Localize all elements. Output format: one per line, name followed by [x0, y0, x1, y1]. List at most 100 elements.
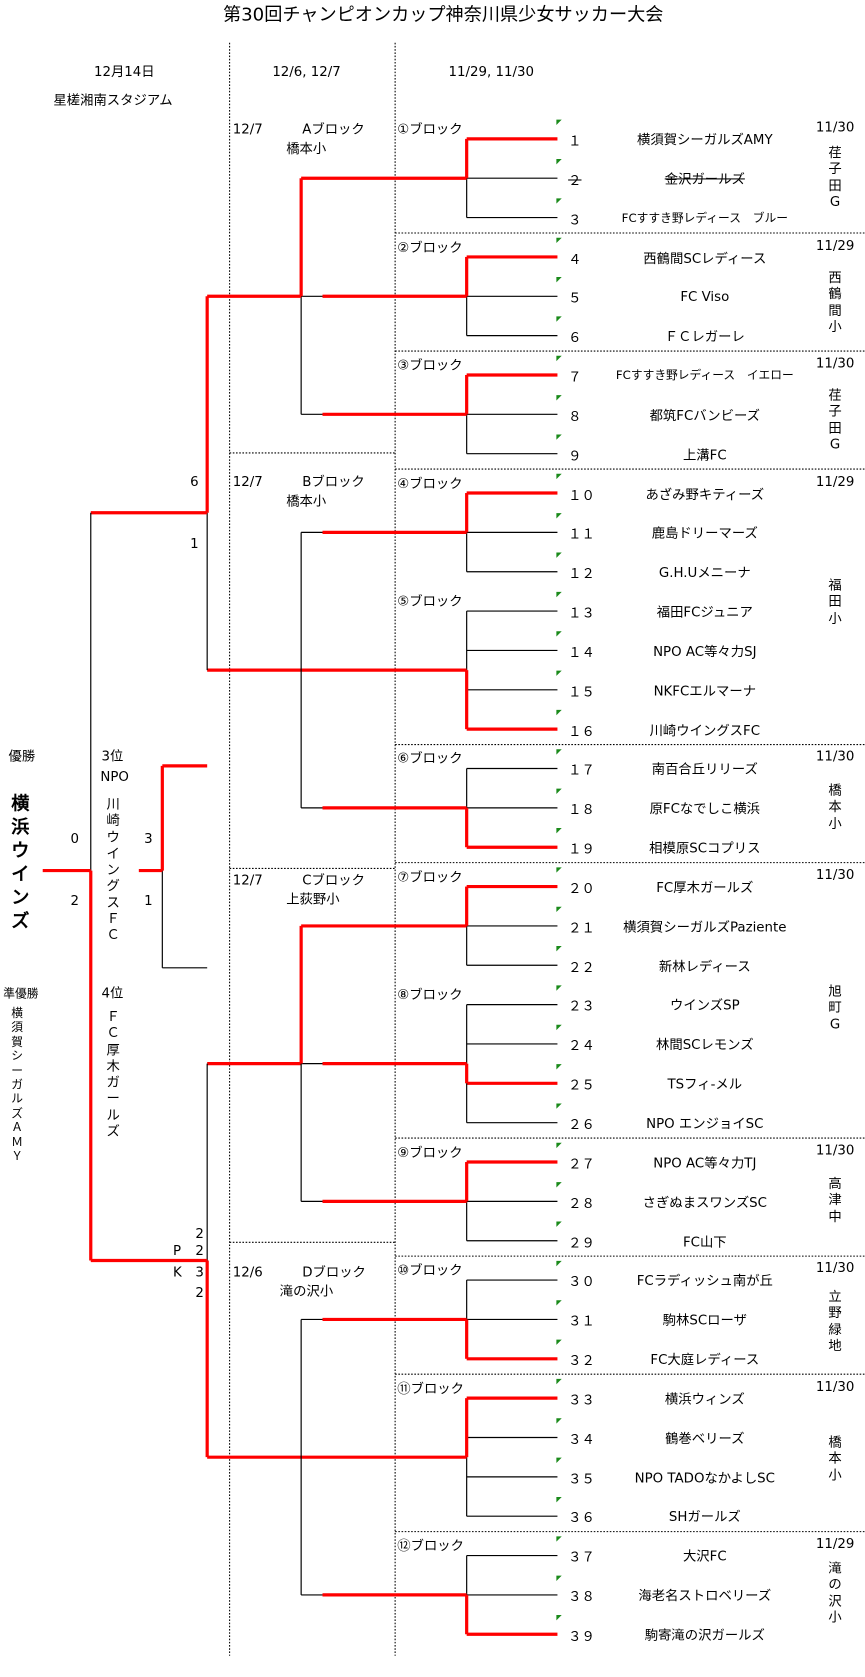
tick-marker-icon: [556, 513, 562, 519]
venue-name: 西鶴間小: [828, 269, 842, 335]
block-label: ⑨ブロック: [397, 1143, 463, 1160]
team-name: 西鶴間SCレディース: [643, 249, 767, 266]
block-label: ⑪ブロック: [397, 1379, 465, 1397]
team-number: ５: [568, 289, 582, 306]
venue-date: 11/30: [815, 354, 855, 371]
team-number: １４: [568, 644, 595, 661]
team-number: ９: [568, 447, 582, 464]
tick-marker-icon: [556, 1536, 562, 1542]
team-name: 横浜ウィンズ: [664, 1390, 745, 1407]
team-number: ３: [568, 211, 582, 228]
team-name: 駒林SCローザ: [662, 1311, 747, 1328]
team-name: 鶴巻ベリーズ: [665, 1430, 745, 1447]
venue-name: 高津中: [828, 1175, 842, 1224]
team-number: ３３: [568, 1391, 595, 1408]
team-number: ７: [568, 368, 582, 385]
team-name: 福田FCジュニア: [656, 603, 753, 620]
tick-marker-icon: [556, 1339, 562, 1345]
block-dates: 11/29, 11/30: [448, 63, 534, 80]
tick-marker-icon: [556, 316, 562, 322]
runner-up-name: 横須賀シーガルズＡＭＹ: [11, 1006, 23, 1164]
venue-name: 福田小: [828, 576, 842, 626]
team-name: 南百合丘リリーズ: [651, 761, 758, 778]
team-number: １１: [568, 525, 595, 542]
team-name: さぎぬまスワンズSC: [642, 1193, 767, 1210]
tick-marker-icon: [556, 1615, 562, 1621]
team-number: １: [568, 132, 582, 149]
team-name: 新林レディース: [658, 957, 751, 974]
venue-date: 11/30: [815, 748, 855, 765]
block-label: ⑦ブロック: [397, 868, 463, 885]
tick-marker-icon: [556, 1103, 562, 1109]
team-name: FC Viso: [680, 288, 730, 305]
tick-marker-icon: [556, 591, 562, 598]
team-number: ３６: [568, 1509, 595, 1526]
semi1-score-top: 6: [190, 473, 199, 490]
quarter-date: 12/7: [232, 871, 263, 888]
team-number: ２９: [568, 1234, 595, 1251]
team-name: 相模原SCコプリス: [649, 839, 761, 856]
team-number: ３２: [568, 1352, 595, 1369]
team-name: ＦＣレガーレ: [664, 328, 745, 345]
quarter-date: 12/6: [232, 1263, 263, 1280]
tick-marker-icon: [556, 749, 562, 755]
team-name: G.H.Uメニーナ: [658, 564, 751, 581]
quarter-label: Dブロック: [302, 1263, 366, 1280]
tick-marker-icon: [556, 1142, 562, 1149]
team-number: ２４: [568, 1037, 595, 1054]
team-number: ３９: [568, 1627, 595, 1644]
semi2-pk-bottom: 3: [195, 1263, 204, 1280]
team-number: １６: [568, 722, 595, 739]
quarter-label: Aブロック: [302, 120, 365, 137]
quarter-dates: 12/6, 12/7: [272, 63, 341, 80]
team-name: 大沢FC: [682, 1548, 727, 1565]
team-number: ２: [568, 171, 582, 188]
semi2-score-bottom: 2: [195, 1283, 204, 1300]
tick-marker-icon: [556, 119, 562, 125]
quarter-label: Bブロック: [302, 473, 365, 490]
tick-marker-icon: [556, 552, 562, 558]
block-label: ③ブロック: [397, 356, 463, 373]
team-name: NKFCエルマーナ: [653, 682, 757, 699]
fourth-name: ＦＣ厚木ガールズ: [106, 1008, 120, 1139]
tick-marker-icon: [556, 1182, 562, 1188]
venue-name: 橋本小: [828, 781, 842, 831]
tick-marker-icon: [556, 1024, 562, 1031]
team-name: 上溝FC: [682, 446, 727, 463]
block-label: ①ブロック: [397, 120, 463, 137]
quarter-venue: 橋本小: [286, 492, 327, 509]
quarter-venue: 橋本小: [286, 139, 327, 156]
team-number: ２６: [568, 1116, 595, 1133]
team-number: ３０: [568, 1273, 595, 1290]
venue-date: 11/30: [815, 1259, 855, 1276]
tick-marker-icon: [556, 277, 562, 283]
venue-name: 荏子田G: [828, 386, 842, 452]
tick-marker-icon: [556, 395, 562, 401]
tick-marker-icon: [556, 670, 562, 676]
team-number: ２５: [568, 1076, 595, 1093]
tick-marker-icon: [556, 631, 562, 637]
tick-marker-icon: [556, 906, 562, 913]
venue-date: 11/29: [815, 1535, 855, 1552]
venue-date: 11/30: [815, 1141, 855, 1158]
team-name: TSフィ-メル: [667, 1075, 743, 1092]
team-name: NPO エンジョイSC: [646, 1115, 764, 1132]
team-number: ２１: [568, 919, 595, 936]
team-name: あざみ野キティーズ: [645, 485, 765, 502]
team-name: 都筑FCバンビーズ: [649, 406, 761, 423]
team-number: １９: [568, 840, 595, 857]
semi2-pk-top: 2: [195, 1242, 204, 1259]
block-label: ⑩ブロック: [397, 1261, 463, 1278]
final-date: 12月14日: [93, 63, 155, 80]
tick-marker-icon: [556, 1300, 562, 1306]
team-name: FCラディッシュ南が丘: [636, 1272, 773, 1289]
team-number: ６: [568, 329, 582, 346]
venue-name: 荏子田G: [828, 144, 842, 210]
semi2-score-top: 2: [195, 1225, 204, 1242]
team-number: ２８: [568, 1194, 595, 1211]
third-score-top: 3: [144, 829, 153, 847]
venue-name: 橋本小: [828, 1433, 842, 1483]
block-label: ⑫ブロック: [397, 1537, 465, 1554]
champion-label: 優勝: [8, 747, 36, 764]
